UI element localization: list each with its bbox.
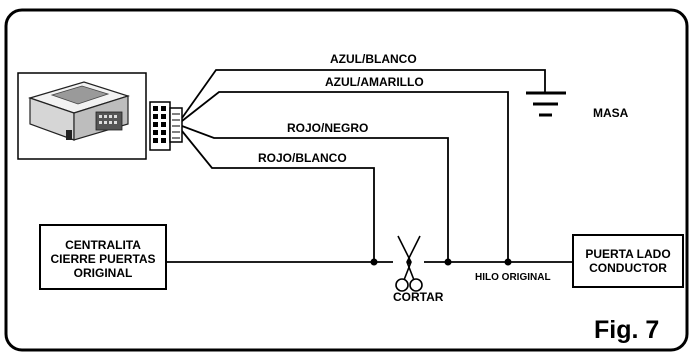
scissors-icon — [395, 235, 423, 292]
diagram-frame — [4, 8, 689, 352]
centralita-box — [39, 224, 167, 290]
figure-label: Fig. 7 — [594, 316, 659, 344]
connector-plug-icon — [149, 101, 183, 151]
centralita-label-line-1: CENTRALITA — [65, 238, 141, 252]
puerta-box — [572, 234, 684, 288]
junction-dot — [444, 258, 452, 266]
wire-azul-blanco — [181, 69, 546, 119]
wire-rojo-negro — [181, 125, 449, 262]
junction-dot — [504, 258, 512, 266]
wire-rojo-blanco — [181, 130, 375, 262]
label-rojo-blanco: ROJO/BLANCO — [258, 151, 347, 165]
centralita-label-line-3: ORIGINAL — [74, 266, 133, 280]
junction-dot — [370, 258, 378, 266]
puerta-label-line-1: PUERTA LADO — [585, 247, 670, 261]
wire-azul-amarillo — [181, 91, 509, 262]
label-azul-blanco: AZUL/BLANCO — [330, 52, 417, 66]
label-azul-amarillo: AZUL/AMARILLO — [325, 75, 424, 89]
control-module-icon — [17, 72, 147, 160]
ground-icon — [526, 91, 566, 117]
label-rojo-negro: ROJO/NEGRO — [287, 121, 368, 135]
centralita-label-line-2: CIERRE PUERTAS — [50, 252, 155, 266]
label-cortar: CORTAR — [393, 290, 444, 304]
label-masa: MASA — [593, 106, 629, 120]
puerta-label-line-2: CONDUCTOR — [589, 261, 667, 275]
label-hilo-original: HILO ORIGINAL — [475, 272, 551, 283]
